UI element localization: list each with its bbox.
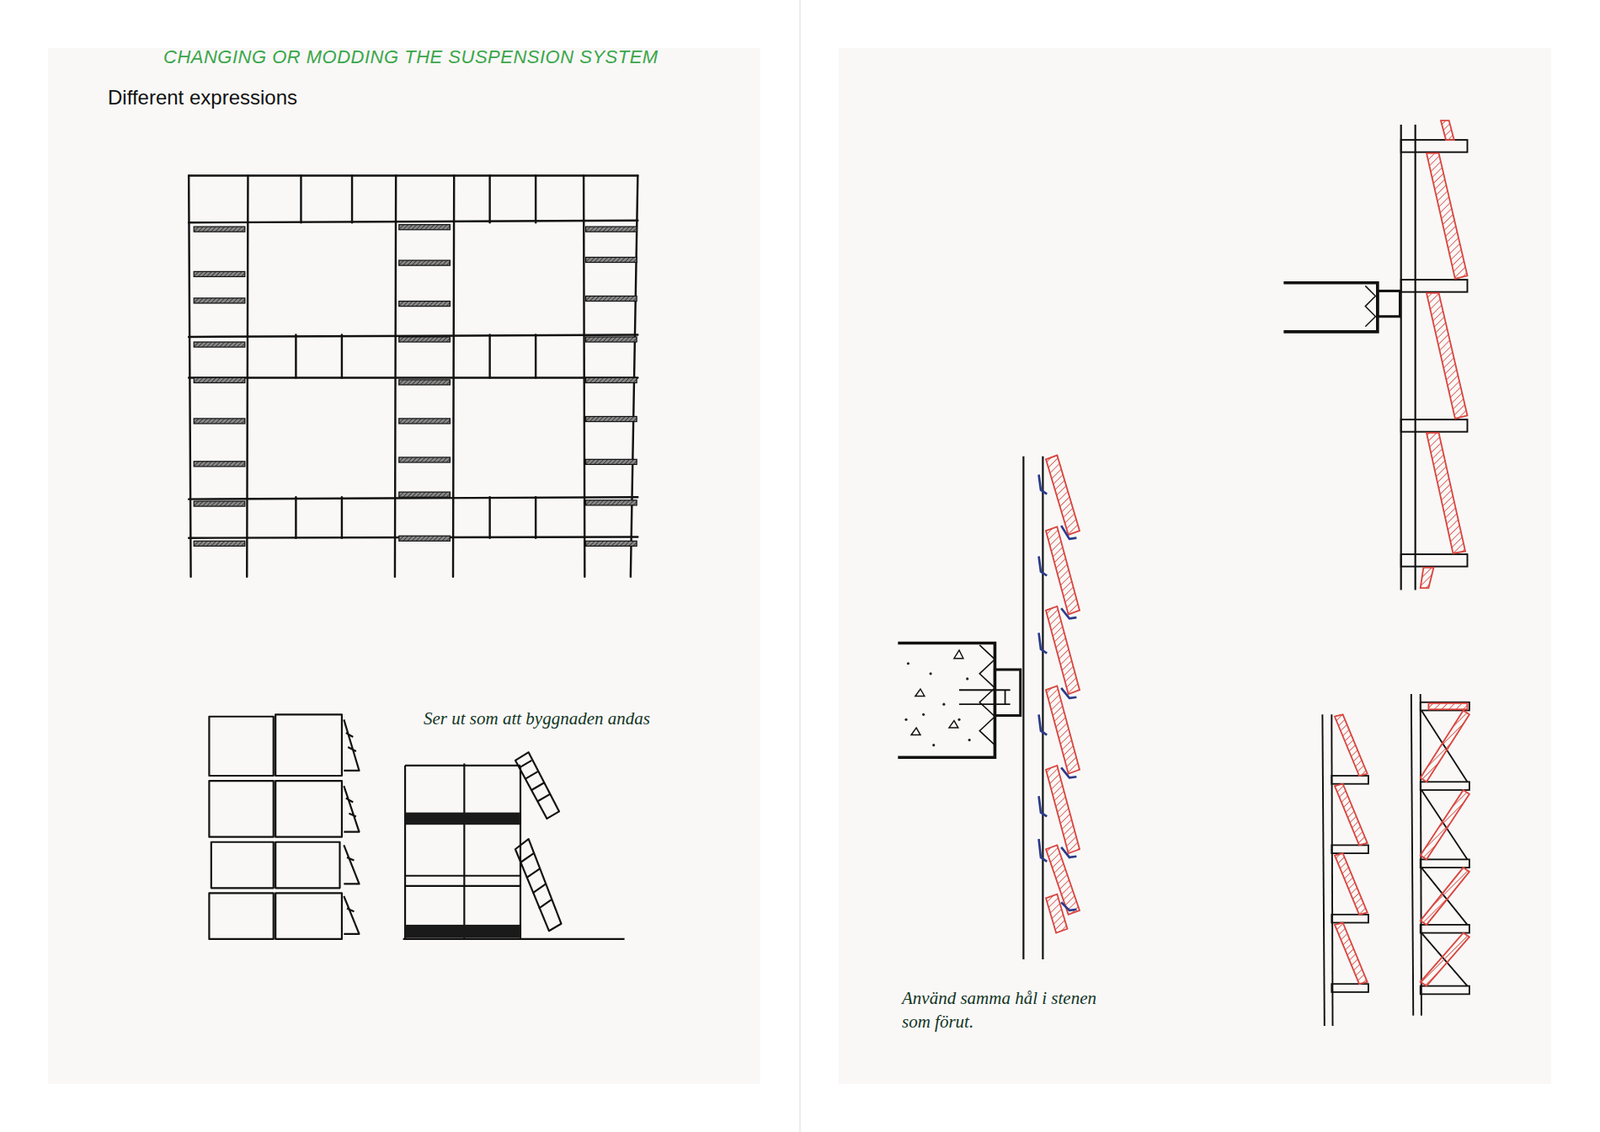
handwritten-note: Ser ut som att byggnaden andas: [423, 706, 664, 731]
section-heading: Different expressions: [107, 85, 298, 110]
handwritten-note: Använd samma hål i stenen som förut.: [901, 986, 1121, 1035]
page-title: CHANGING OR MODDING THE SUSPENSION SYSTE…: [163, 46, 659, 69]
